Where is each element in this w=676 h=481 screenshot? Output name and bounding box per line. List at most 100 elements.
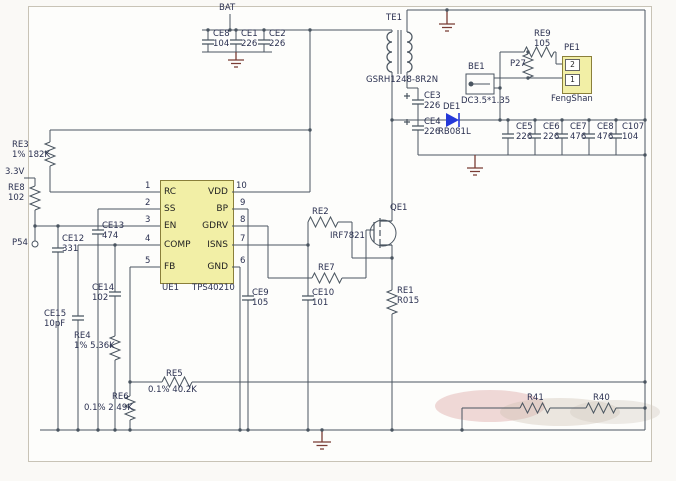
- mosfet-qe1-symbol: [369, 218, 397, 248]
- value: 331: [62, 243, 79, 254]
- designator: CE4: [424, 117, 441, 127]
- resistor-r40-label: R40: [593, 393, 610, 403]
- capacitor-ce13-symbol: [92, 229, 104, 235]
- pe1-pin-2: 2: [565, 59, 580, 71]
- value: 104: [622, 131, 639, 142]
- designator: CE8: [213, 29, 230, 39]
- testpoint-p27-label: P27: [510, 59, 526, 69]
- resistor-re6-symbol: [123, 395, 137, 421]
- gnd-symbol-bottom: [313, 430, 331, 450]
- ic-pin-name-fb: FB: [164, 262, 176, 272]
- ic-pin-name-en: EN: [164, 221, 177, 231]
- value: 476: [570, 131, 587, 142]
- designator: CE1: [241, 29, 258, 39]
- resistor-re6-ref: RE6: [112, 392, 129, 402]
- testpoint-p54-label: P54: [12, 238, 28, 248]
- value: 104: [213, 38, 230, 49]
- value: R015: [397, 295, 420, 306]
- wires: [24, 9, 646, 431]
- net-label-bat: BAT: [219, 3, 236, 13]
- capacitor-c107-symbol: [610, 133, 622, 139]
- capacitor-ce2-symbol: [258, 39, 270, 45]
- designator: RE3: [12, 140, 29, 150]
- resistor-re7-symbol: [311, 271, 343, 285]
- resistor-r41-symbol: [519, 401, 551, 415]
- capacitor-ce7-symbol: [556, 133, 568, 139]
- capacitor-ce8-top-symbol: [202, 39, 214, 45]
- capacitor-ce15-symbol: [72, 315, 84, 321]
- resistor-re9-label: RE9 105: [534, 29, 551, 49]
- resistor-symbols: [28, 45, 617, 421]
- designator: CE3: [424, 91, 441, 101]
- value: 105: [534, 38, 551, 49]
- mosfet-qe1-value: IRF7821: [330, 231, 365, 241]
- ic-pin-number-5: 5: [145, 256, 151, 266]
- ic-pin-number-8: 8: [240, 215, 246, 225]
- cap-ce15-label: CE15 10pF: [44, 309, 66, 329]
- designator: CE10: [312, 288, 335, 298]
- resistor-re8-label: RE8 102: [8, 183, 25, 203]
- transformer-te1-ref: TE1: [386, 13, 402, 23]
- connector-pe1-ref: PE1: [564, 43, 580, 53]
- designator: CE12: [62, 234, 85, 244]
- designator: CE14: [92, 283, 115, 293]
- diode-de1-value: RB081L: [438, 127, 471, 137]
- capacitor-ce5-symbol: [502, 133, 514, 139]
- pe1-pin-1: 1: [565, 74, 580, 86]
- value: 102: [92, 292, 109, 303]
- designator: RE8: [8, 183, 25, 193]
- designator: CE8: [597, 122, 614, 132]
- capacitor-ce3-symbol: [404, 93, 424, 105]
- ic-pin-number-4: 4: [145, 234, 151, 244]
- connector-be1-value: DC3.5*1.35: [461, 96, 511, 106]
- cap-ce8-out-label: CE8 476: [597, 122, 614, 142]
- cap-ce13-label: CE13 474: [102, 221, 124, 241]
- capacitor-ce10-symbol: [302, 295, 314, 301]
- designator: CE2: [269, 29, 286, 39]
- ic-ue1-part: TPS40210: [192, 283, 235, 293]
- cap-c107-label: C107 104: [622, 122, 644, 142]
- capacitor-ce14-symbol: [109, 291, 121, 297]
- resistor-re5-value: 0.1% 40.2K: [148, 385, 197, 395]
- gnd-symbol-transformer: [439, 10, 455, 32]
- value: 101: [312, 297, 329, 308]
- designator: CE6: [543, 122, 560, 132]
- ic-pin-name-isns: ISNS: [207, 240, 228, 250]
- junction-dots: [33, 8, 647, 432]
- ic-pin-number-6: 6: [240, 256, 246, 266]
- value: 10pF: [44, 318, 66, 329]
- resistor-re6-value: 0.1% 2.49K: [84, 403, 133, 413]
- connector-pe1-value: FengShan: [551, 94, 593, 104]
- ic-pin-number-1: 1: [145, 181, 151, 191]
- capacitor-ce1-symbol: [230, 39, 242, 45]
- capacitor-ce4-symbol: [404, 119, 424, 131]
- testpoint-p27-symbol: [521, 53, 535, 79]
- value: 1% 5.36K: [74, 340, 115, 351]
- testpoint-p54-symbol: [31, 240, 39, 248]
- connector-be1-ref: BE1: [468, 62, 485, 72]
- resistor-re1-symbol: [385, 289, 399, 315]
- resistor-re4-symbol: [108, 335, 122, 361]
- cap-ce8-top-label: CE8 104: [213, 29, 230, 49]
- capacitor-ce9-symbol: [242, 295, 254, 301]
- cap-ce10-label: CE10 101: [312, 288, 335, 308]
- value: 102: [8, 192, 25, 203]
- designator: RE4: [74, 331, 91, 341]
- designator: CE9: [252, 288, 269, 298]
- mosfet-qe1-ref: QE1: [390, 203, 408, 213]
- capacitor-symbols: [52, 39, 622, 321]
- designator: RE1: [397, 286, 414, 296]
- value: 226: [424, 100, 441, 111]
- designator: CE7: [570, 122, 587, 132]
- capacitor-ce6-symbol: [529, 133, 541, 139]
- resistor-re7-label: RE7: [318, 263, 335, 273]
- ic-pin-name-rc: RC: [164, 187, 177, 197]
- value: 226: [241, 38, 258, 49]
- designator: RE9: [534, 29, 551, 39]
- connector-be1-symbol: [465, 73, 495, 95]
- sheet-border: [28, 6, 652, 462]
- designator: CE5: [516, 122, 533, 132]
- ic-pin-name-vdd: VDD: [207, 187, 228, 197]
